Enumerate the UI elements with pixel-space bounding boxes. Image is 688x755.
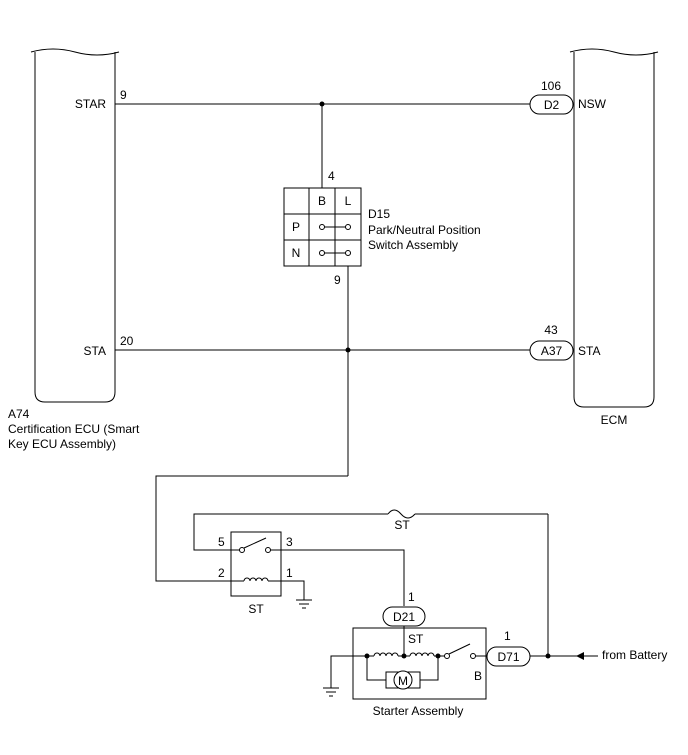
junction-dot <box>401 653 407 659</box>
ecm-connector-a37: A37 43 <box>529 323 574 361</box>
relay-pin3: 3 <box>286 535 293 549</box>
pnp-col-l: L <box>345 194 352 208</box>
pnp-code: D15 <box>368 207 390 221</box>
left-ecu: STAR STA A74 Certification ECU (Smart Ke… <box>8 48 140 451</box>
starter-connector-d71: 1 D71 <box>486 629 531 667</box>
ecm: NSW STA ECM <box>569 48 659 427</box>
pnp-row-n: N <box>292 246 301 260</box>
fuse-label: ST <box>394 518 410 532</box>
pnp-row-p: P <box>292 220 300 234</box>
junction-dot <box>345 347 351 353</box>
junction-dot <box>545 653 551 659</box>
relay-pin5: 5 <box>218 535 225 549</box>
starter-assembly: ST M B Starter Assembly <box>323 626 487 718</box>
relay-output-wire <box>281 549 405 606</box>
battery-label: from Battery <box>602 648 667 662</box>
ecm-nsw-conn: D2 <box>544 98 560 112</box>
star-wire: 9 <box>115 88 530 188</box>
pnp-col-b: B <box>318 194 326 208</box>
left-ecu-code: A74 <box>8 407 30 421</box>
starter-switch-contact <box>444 653 450 659</box>
d21-pin: 1 <box>408 590 415 604</box>
motor-icon <box>393 670 413 690</box>
pnp-contact <box>319 224 325 230</box>
relay-label: ST <box>248 602 264 616</box>
fuse-wire: ST <box>193 509 549 656</box>
ecm-nsw-label: NSW <box>578 97 607 111</box>
ecm-sta-pin: 43 <box>544 323 558 337</box>
relay-contact <box>239 547 245 553</box>
pnp-name-line1: Park/Neutral Position <box>368 223 481 237</box>
d71-label: D71 <box>497 650 519 664</box>
left-ecu-sta-pin: 20 <box>120 334 134 348</box>
pnp-contact <box>345 224 351 230</box>
sta-wire: 20 <box>115 334 530 353</box>
relay-ground <box>281 580 312 609</box>
starter-st-label: ST <box>408 632 424 646</box>
pnp-contact <box>319 250 325 256</box>
starter-name: Starter Assembly <box>373 704 464 718</box>
pnp-pin-bottom: 9 <box>334 273 341 287</box>
arrow-left-icon <box>576 652 584 660</box>
starter-b-label: B <box>474 669 482 683</box>
relay-contact <box>265 547 271 553</box>
pnp-pin-top: 4 <box>328 169 335 183</box>
left-ecu-name-line2: Key ECU Assembly) <box>8 437 116 451</box>
ecm-sta-conn: A37 <box>541 344 563 358</box>
relay-coil-feed-wire <box>155 475 348 582</box>
ecm-nsw-pin: 106 <box>541 79 561 93</box>
pnp-contact <box>345 250 351 256</box>
d71-pin: 1 <box>504 629 511 643</box>
battery-feed: from Battery <box>530 648 667 662</box>
motor-label: M <box>398 674 408 688</box>
left-ecu-sta-label: STA <box>84 344 106 358</box>
starter-switch-contact <box>470 653 476 659</box>
left-ecu-name-line1: Certification ECU (Smart <box>8 422 140 436</box>
ecm-name: ECM <box>601 413 628 427</box>
ecm-sta-label: STA <box>578 344 600 358</box>
d21-label: D21 <box>393 610 415 624</box>
pnp-switch: 4 B L P N D15 Park/Neutral Position Swit… <box>283 169 481 476</box>
left-ecu-star-pin: 9 <box>120 88 127 102</box>
st-relay: 5 3 2 1 ST <box>218 531 293 616</box>
ecm-connector-d2: D2 106 <box>529 79 574 115</box>
starter-connector-d21: 1 D21 <box>382 590 426 627</box>
relay-pin2: 2 <box>218 566 225 580</box>
left-ecu-star-label: STAR <box>75 97 106 111</box>
pnp-name-line2: Switch Assembly <box>368 238 458 252</box>
relay-pin1: 1 <box>286 566 293 580</box>
